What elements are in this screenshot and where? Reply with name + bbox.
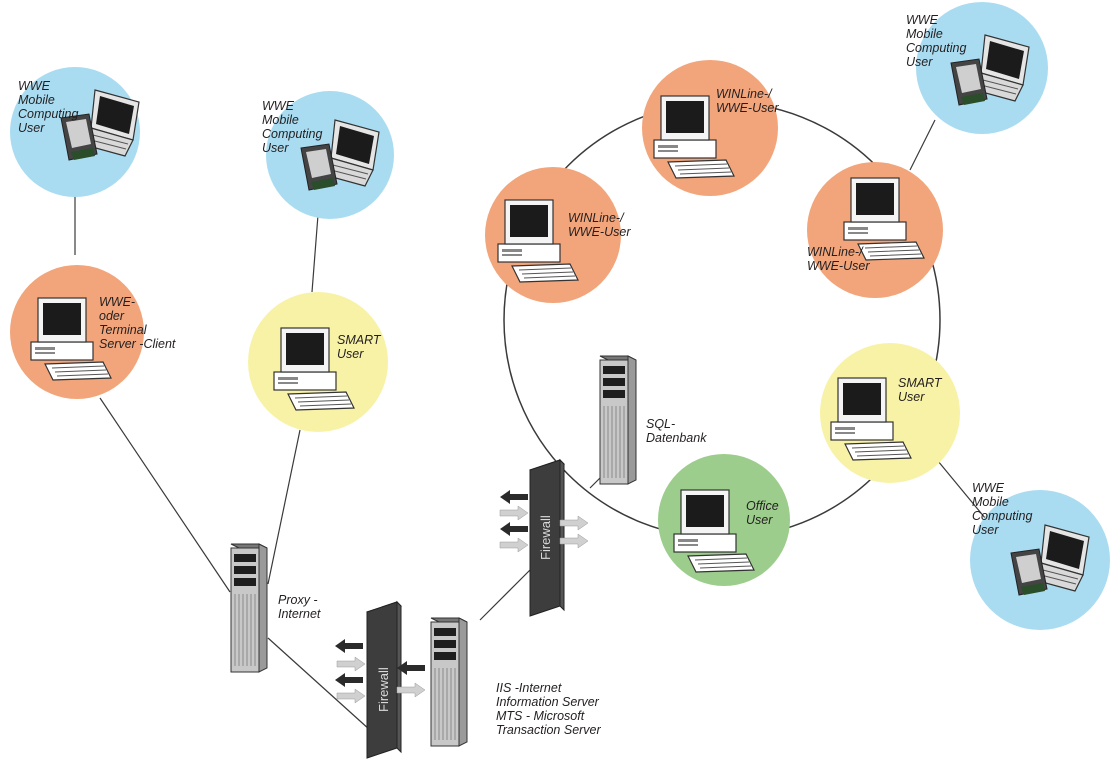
mobile-user-label-topleft: WWE Mobile Computing User: [18, 79, 82, 135]
proxy-internet-label: Proxy - Internet: [278, 593, 321, 621]
firewall-left-label: Firewall: [376, 667, 391, 712]
mobile-user-label-right: WWE Mobile Computing User: [972, 481, 1036, 537]
winline-user-label-left: WINLine-/ WWE-User: [568, 211, 631, 239]
winline-user-label-right: WINLine-/ WWE-User: [807, 245, 870, 273]
mobile-user-label-mid: WWE Mobile Computing User: [262, 99, 326, 155]
sql-database-label: SQL- Datenbank: [646, 417, 707, 445]
arrow-left-icon: [500, 490, 528, 504]
smart-user-label-left: SMART User: [337, 333, 384, 361]
proxy-server-tower-icon: [230, 543, 268, 673]
arrow-right-icon: [499, 537, 529, 553]
arrow-left-icon: [335, 639, 363, 653]
smart-user-label-right: SMART User: [898, 376, 945, 404]
iis-mts-label: IIS -Internet Information Server MTS - M…: [496, 681, 602, 737]
arrow-right-icon: [499, 505, 529, 521]
terminal-client-label: WWE- oder Terminal Server -Client: [99, 295, 176, 351]
arrow-right-icon: [336, 656, 366, 672]
mobile-user-label-topright: WWE Mobile Computing User: [906, 13, 970, 69]
firewall-left: Firewall: [335, 601, 426, 759]
arrow-left-icon: [500, 522, 528, 536]
firewall-right-label: Firewall: [538, 515, 553, 560]
firewall-right: Firewall: [499, 459, 589, 617]
iis-server-tower-icon: [430, 617, 468, 747]
winline-user-label-top: WINLine-/ WWE-User: [716, 87, 779, 115]
arrow-right-icon: [336, 688, 366, 704]
office-user-label: Office User: [746, 499, 782, 527]
arrow-left-icon: [335, 673, 363, 687]
sql-server-tower-icon: [599, 355, 637, 485]
